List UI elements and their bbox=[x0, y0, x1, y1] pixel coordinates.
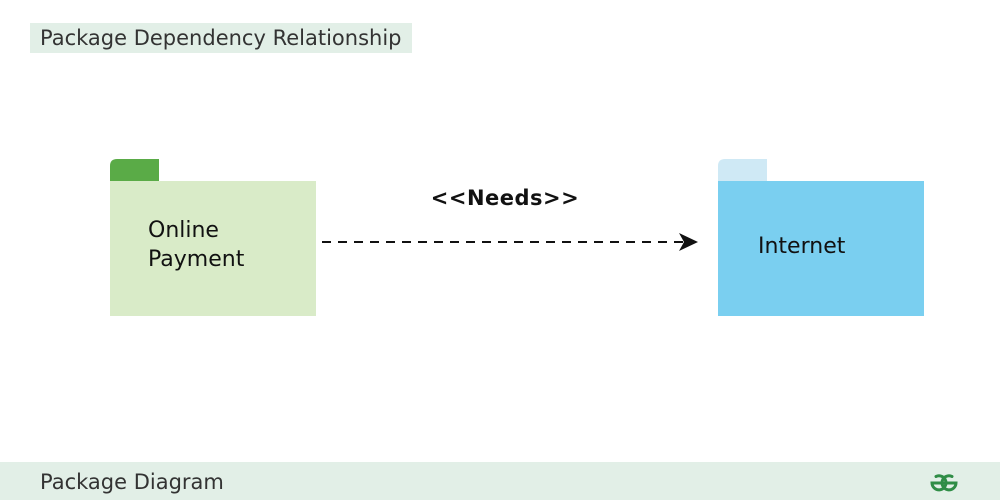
package-internet bbox=[718, 159, 924, 316]
package-label-line: Payment bbox=[148, 247, 245, 272]
footer-label: Package Diagram bbox=[40, 470, 224, 494]
arrowhead-icon bbox=[679, 233, 698, 251]
package-online-payment bbox=[110, 159, 316, 316]
package-tab bbox=[718, 159, 767, 181]
package-label-online-payment: Online Payment bbox=[148, 216, 298, 274]
dependency-stereotype: <<Needs>> bbox=[430, 186, 580, 210]
package-tab bbox=[110, 159, 159, 181]
package-body bbox=[110, 181, 316, 316]
package-label-line: Online bbox=[148, 218, 219, 243]
footer-bar: Package Diagram bbox=[0, 462, 1000, 500]
package-body bbox=[718, 181, 924, 316]
package-label-internet: Internet bbox=[758, 234, 846, 259]
page-title: Package Dependency Relationship bbox=[30, 23, 412, 53]
gfg-logo-icon bbox=[930, 474, 958, 492]
dependency-arrow bbox=[322, 233, 698, 251]
